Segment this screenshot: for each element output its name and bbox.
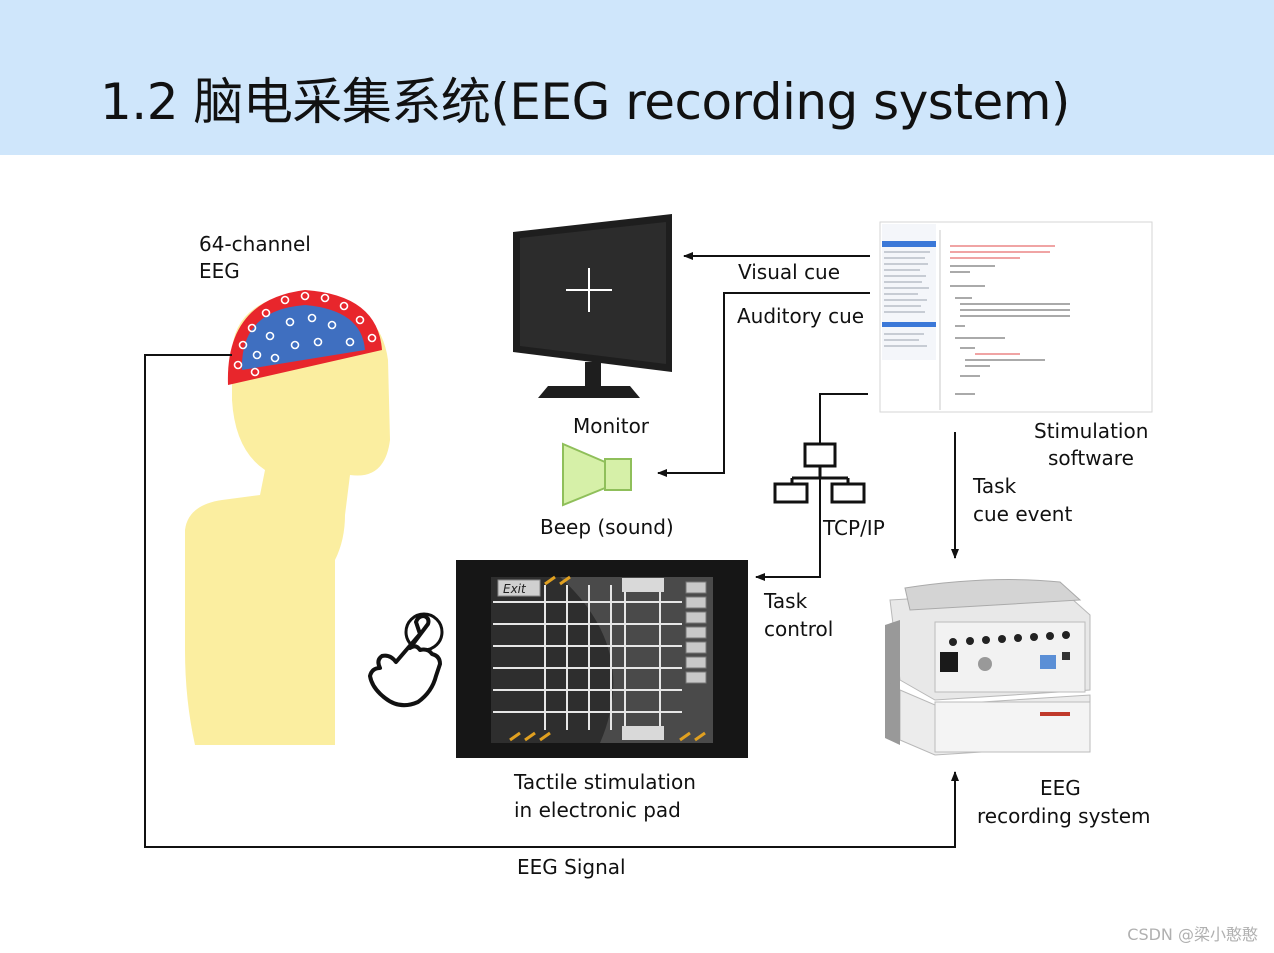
auditory-cue-arrow (657, 292, 870, 477)
stimulation-software-label-line2: software (1048, 446, 1134, 470)
auditory-cue-label: Auditory cue (737, 304, 865, 328)
eeg-cap-label-line1: 64-channel (199, 232, 311, 256)
person-silhouette (185, 292, 390, 745)
speaker-icon (562, 442, 632, 507)
eeg-electrodes (233, 291, 377, 377)
task-control-label-line1: Task (764, 589, 808, 613)
task-cue-event-label-line1: Task (973, 474, 1017, 498)
tactile-label-line1: Tactile stimulation (514, 770, 696, 794)
eeg-recording-label-line2: recording system (977, 804, 1151, 828)
tcpip-task-control-arrow (755, 393, 868, 581)
tactile-pad: Exit (456, 560, 748, 758)
eeg-recording-label-line1: EEG (1040, 776, 1081, 800)
tactile-label-line2: in electronic pad (514, 798, 681, 822)
slide-title: 1.2 脑电采集系统(EEG recording system) (100, 73, 1070, 131)
touch-hand-icon (368, 612, 444, 708)
stimulation-software-screenshot (879, 221, 1153, 413)
pad-exit-label: Exit (503, 582, 527, 596)
eeg-amplifier (885, 579, 1091, 756)
visual-cue-label: Visual cue (738, 260, 841, 284)
monitor-label: Monitor (573, 414, 650, 438)
task-cue-event-label-line2: cue event (973, 502, 1073, 526)
watermark: CSDN @梁小憨憨 (1127, 925, 1258, 944)
eeg-cap-label-line2: EEG (199, 259, 240, 283)
stimulation-software-label-line1: Stimulation (1034, 419, 1149, 443)
eeg-signal-line (144, 354, 959, 848)
network-icon (773, 442, 866, 504)
task-control-label-line2: control (764, 617, 834, 641)
monitor-icon (513, 214, 672, 398)
tcpip-label: TCP/IP (823, 516, 885, 540)
title-banner (0, 0, 1274, 155)
eeg-signal-label: EEG Signal (517, 855, 626, 879)
beep-label: Beep (sound) (540, 515, 674, 539)
eeg-cap (227, 290, 382, 385)
